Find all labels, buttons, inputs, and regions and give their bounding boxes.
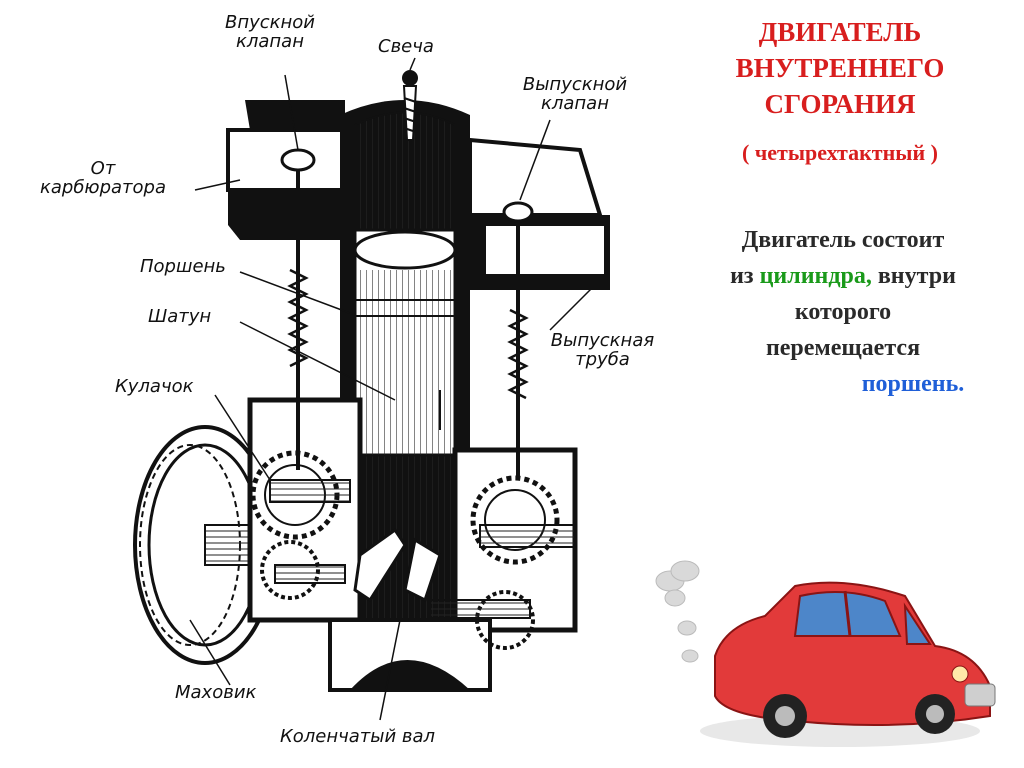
label-exhaust-valve: Выпускной клапан bbox=[522, 74, 628, 114]
label-from-carburetor: От карбюратора bbox=[40, 158, 166, 198]
title-line-2: ВНУТРЕННЕГО bbox=[735, 53, 945, 83]
highlight-cylinder: цилиндра, bbox=[759, 263, 872, 289]
desc-line-4: перемещается bbox=[765, 335, 921, 361]
car-body bbox=[700, 581, 996, 747]
label-piston: Поршень bbox=[140, 256, 226, 277]
engine-diagram bbox=[133, 57, 610, 721]
label-connecting-rod: Шатун bbox=[148, 306, 212, 327]
title-line-1: ДВИГАТЕЛЬ bbox=[758, 17, 922, 47]
label-exhaust-pipe: Выпускная труба bbox=[550, 330, 655, 370]
title-line-3: СГОРАНИЯ bbox=[764, 89, 916, 119]
highlight-piston: поршень. bbox=[861, 371, 965, 397]
slide-title: ДВИГАТЕЛЬ ВНУТРЕННЕГО СГОРАНИЯ bbox=[660, 14, 1020, 122]
label-intake-valve: Впускной клапан bbox=[224, 12, 316, 52]
valves bbox=[280, 148, 534, 480]
spark-plug-part bbox=[402, 70, 418, 141]
slide-subtitle: ( четырехтактный ) bbox=[742, 140, 938, 165]
description-text: Двигатель состоит из цилиндра, внутри ко… bbox=[662, 222, 1024, 402]
crankshaft-part bbox=[269, 479, 576, 619]
leader-lines bbox=[189, 57, 601, 721]
label-crankshaft: Коленчатый вал bbox=[280, 726, 436, 747]
desc-line-5: поршень. bbox=[662, 366, 1024, 402]
cylinder-part bbox=[340, 100, 470, 690]
label-cam: Кулачок bbox=[115, 376, 194, 397]
desc-line-1: Двигатель состоит bbox=[741, 227, 945, 253]
desc-line-3: которого bbox=[794, 299, 892, 325]
car-illustration bbox=[655, 560, 996, 747]
exhaust-smoke bbox=[655, 560, 700, 663]
desc-line-2: из цилиндра, внутри bbox=[730, 263, 956, 289]
label-spark-plug: Свеча bbox=[378, 36, 434, 57]
label-flywheel: Маховик bbox=[175, 682, 257, 703]
